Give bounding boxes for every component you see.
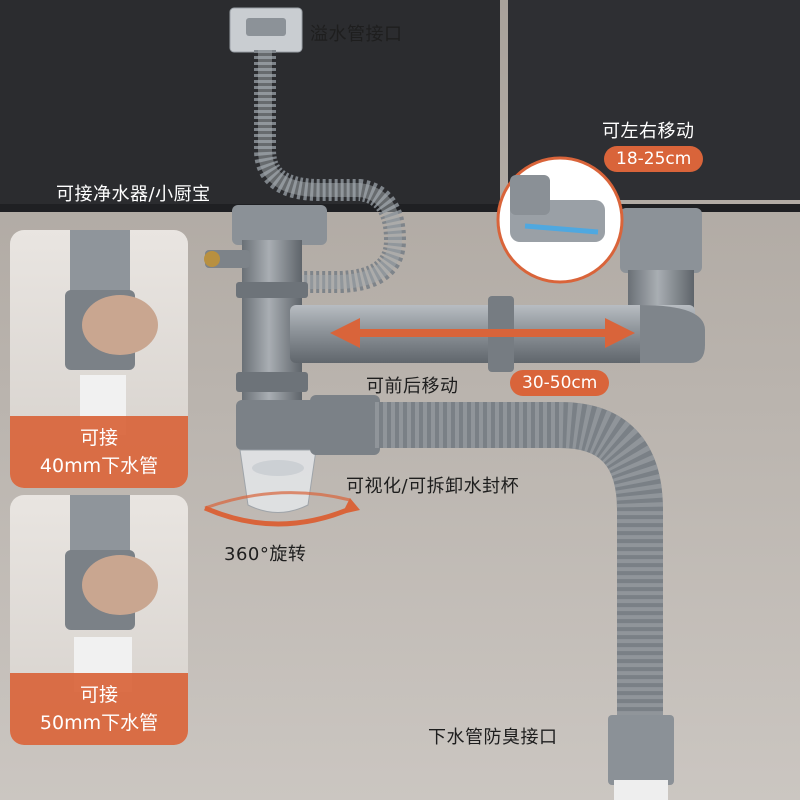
label-move-front-back: 可前后移动 [366,376,459,397]
badge-range-left-right: 18-25cm [604,146,704,172]
water-seal-cup [239,449,317,513]
label-water-purifier: 可接净水器/小厨宝 [56,184,211,205]
elbow-callout [496,156,624,284]
adapter-image-50mm [65,495,158,692]
rotate-arrow [203,505,353,527]
adapter-card-40mm: 可接 40mm下水管 [10,230,188,488]
trap-body [236,400,318,450]
label-move-left-right: 可左右移动 [602,121,695,142]
adapter-caption-50mm: 可接 50mm下水管 [10,673,188,745]
label-visual-cup: 可视化/可拆卸水封杯 [346,476,520,497]
left-sink-drain [232,205,327,245]
adapter-card-50mm: 可接 50mm下水管 [10,495,188,745]
label-drain-interface: 下水管防臭接口 [428,727,558,748]
label-rotate: 360°旋转 [224,544,307,565]
cabinet-shadow [0,204,800,212]
label-overflow: 溢水管接口 [310,24,403,45]
front-back-arrow [330,318,635,348]
badge-range-front-back: 30-50cm [510,370,610,396]
adapter-image-40mm [65,230,158,435]
odor-proof-connector [608,715,674,785]
adapter-caption-40mm: 可接 40mm下水管 [10,416,188,488]
right-sink-drain [620,208,702,273]
